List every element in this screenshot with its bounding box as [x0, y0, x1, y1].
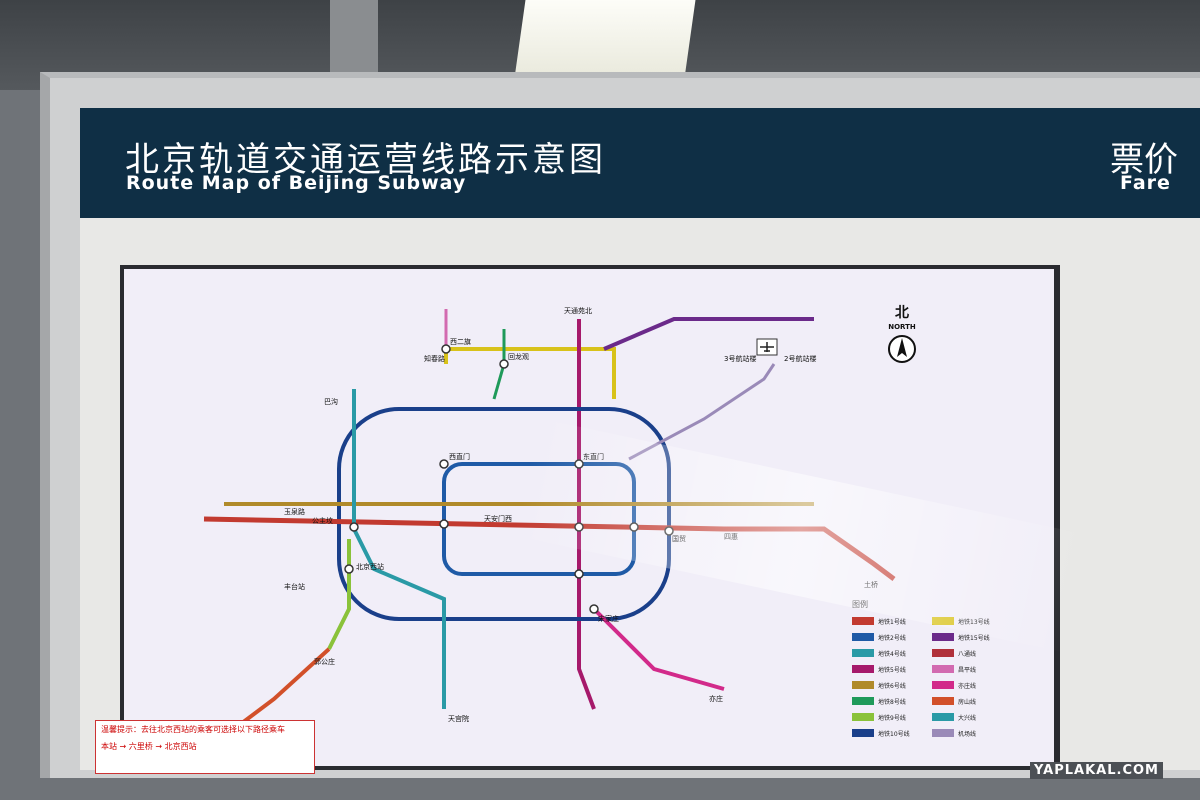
station-guogongzhuang: 郭公庄	[314, 657, 335, 666]
legend-swatch	[932, 713, 954, 721]
station-huilongguan: 回龙观	[508, 352, 529, 361]
station-xierqi: 西二旗	[450, 337, 471, 346]
ceiling-beam	[330, 0, 378, 80]
station-yizhuang: 亦庄	[709, 694, 723, 703]
station-beijing-west: 北京西站	[356, 562, 384, 571]
station-gongzhufen: 公主坟	[312, 516, 333, 525]
interchange-xizhimen	[439, 459, 449, 469]
legend-swatch	[852, 697, 874, 705]
legend-swatch	[932, 649, 954, 657]
interchange-liuliqiao	[344, 564, 354, 574]
airport-plane-icon	[756, 338, 778, 356]
notice-line-2: 本站 → 六里桥 → 北京西站	[101, 742, 197, 751]
legend-swatch	[932, 665, 954, 673]
station-tuqiao: 土桥	[864, 580, 878, 589]
station-fengtai: 丰台站	[284, 582, 305, 591]
legend-label: 地铁4号线	[878, 650, 906, 658]
interchange-gongzhufen	[349, 522, 359, 532]
legend-label: 地铁10号线	[878, 730, 910, 738]
interchange-fuxingmen	[439, 519, 449, 529]
legend-label: 亦庄线	[958, 682, 976, 690]
legend-label: 大兴线	[958, 714, 976, 722]
notice-line-1: 温馨提示：去往北京西站的乘客可选择以下路径乘车	[101, 725, 285, 734]
north-compass	[888, 335, 916, 363]
line-airport	[628, 363, 776, 461]
legend-title: 图例	[852, 599, 868, 609]
legend-label: 房山线	[958, 698, 976, 706]
interchange-songjiazhuang	[589, 604, 599, 614]
line-4	[352, 389, 446, 709]
legend-swatch	[852, 617, 874, 625]
ceiling-light	[514, 0, 696, 78]
legend-swatch	[932, 633, 954, 641]
legend-label: 地铁1号线	[878, 618, 906, 626]
subway-map-svg: 西二旗 回龙观 西直门 东直门 天安门西 北京西站 公主坟 国贸 四惠 土桥 宋…	[203, 305, 990, 745]
legend-label: 地铁9号线	[878, 714, 906, 722]
interchange-jianguomen	[629, 522, 639, 532]
station-tiangongyuan: 天宫院	[448, 714, 469, 723]
legend-label: 地铁15号线	[958, 634, 990, 642]
compass-label-en: NORTH	[888, 323, 916, 331]
legend-label: 地铁8号线	[878, 698, 906, 706]
legend-items: 地铁1号线地铁2号线地铁4号线地铁5号线地铁6号线地铁8号线地铁9号线地铁10号…	[852, 617, 990, 738]
station-xizhimen: 西直门	[449, 452, 470, 461]
interchange-xierqi	[441, 344, 451, 354]
interchange-chongwenmen	[574, 569, 584, 579]
interchange-dongdan	[574, 522, 584, 532]
watermark: YAPLAKAL.COM	[1030, 762, 1163, 779]
legend-swatch	[852, 649, 874, 657]
station-songjiazhuang: 宋家庄	[598, 614, 619, 623]
legend-swatch	[932, 729, 954, 737]
line-13	[444, 347, 616, 399]
notice-box: 温馨提示：去往北京西站的乘客可选择以下路径乘车 本站 → 六里桥 → 北京西站	[95, 720, 315, 774]
legend-label: 昌平线	[958, 666, 976, 674]
interchange-dongzhimen	[574, 459, 584, 469]
legend: 图例 地铁1号线地铁2号线地铁4号线地铁5号线地铁6号线地铁8号线地铁9号线地铁…	[852, 599, 990, 738]
legend-label: 八通线	[958, 650, 976, 658]
legend-swatch	[852, 713, 874, 721]
interchange-guomao	[664, 526, 674, 536]
station-tiantongyuan: 天通苑北	[564, 306, 592, 315]
legend-swatch	[932, 697, 954, 705]
legend-swatch	[852, 633, 874, 641]
subway-map: 西二旗 回龙观 西直门 东直门 天安门西 北京西站 公主坟 国贸 四惠 土桥 宋…	[120, 265, 1060, 770]
station-tiananmen-west: 天安门西	[484, 514, 512, 523]
legend-swatch	[852, 729, 874, 737]
station-zhichunlu: 知春路	[424, 354, 445, 363]
legend-swatch	[852, 681, 874, 689]
station-dongzhimen: 东直门	[583, 452, 604, 461]
station-t2: 2号航站楼	[784, 354, 816, 363]
line-10-loop	[337, 407, 671, 621]
map-title-en: Route Map of Beijing Subway	[126, 172, 467, 194]
map-title-cn: 北京轨道交通运营线路示意图	[125, 140, 606, 180]
line-1	[203, 516, 896, 581]
station-t3: 3号航站楼	[724, 354, 756, 363]
line-15	[603, 317, 814, 351]
legend-label: 地铁2号线	[878, 634, 906, 642]
legend-label: 地铁6号线	[878, 682, 906, 690]
fare-title-cn: 票价	[1110, 140, 1178, 180]
header-band	[80, 108, 1200, 218]
legend-label: 地铁13号线	[958, 618, 990, 626]
station-bagou: 巴沟	[324, 397, 338, 406]
station-sihui: 四惠	[724, 532, 738, 541]
legend-swatch	[852, 665, 874, 673]
station-guomao: 国贸	[672, 534, 686, 543]
interchange-huilongguan	[499, 359, 509, 369]
line-9	[327, 539, 351, 650]
legend-label: 机场线	[958, 730, 976, 738]
legend-swatch	[932, 681, 954, 689]
legend-swatch	[932, 617, 954, 625]
compass-label-cn: 北	[895, 305, 909, 321]
line-fangshan	[232, 647, 331, 731]
legend-label: 地铁5号线	[878, 666, 906, 674]
fare-title-en: Fare	[1120, 172, 1171, 194]
line-5	[577, 319, 596, 710]
line-2-loop	[442, 462, 636, 576]
station-yuquanlu: 玉泉路	[284, 507, 305, 516]
